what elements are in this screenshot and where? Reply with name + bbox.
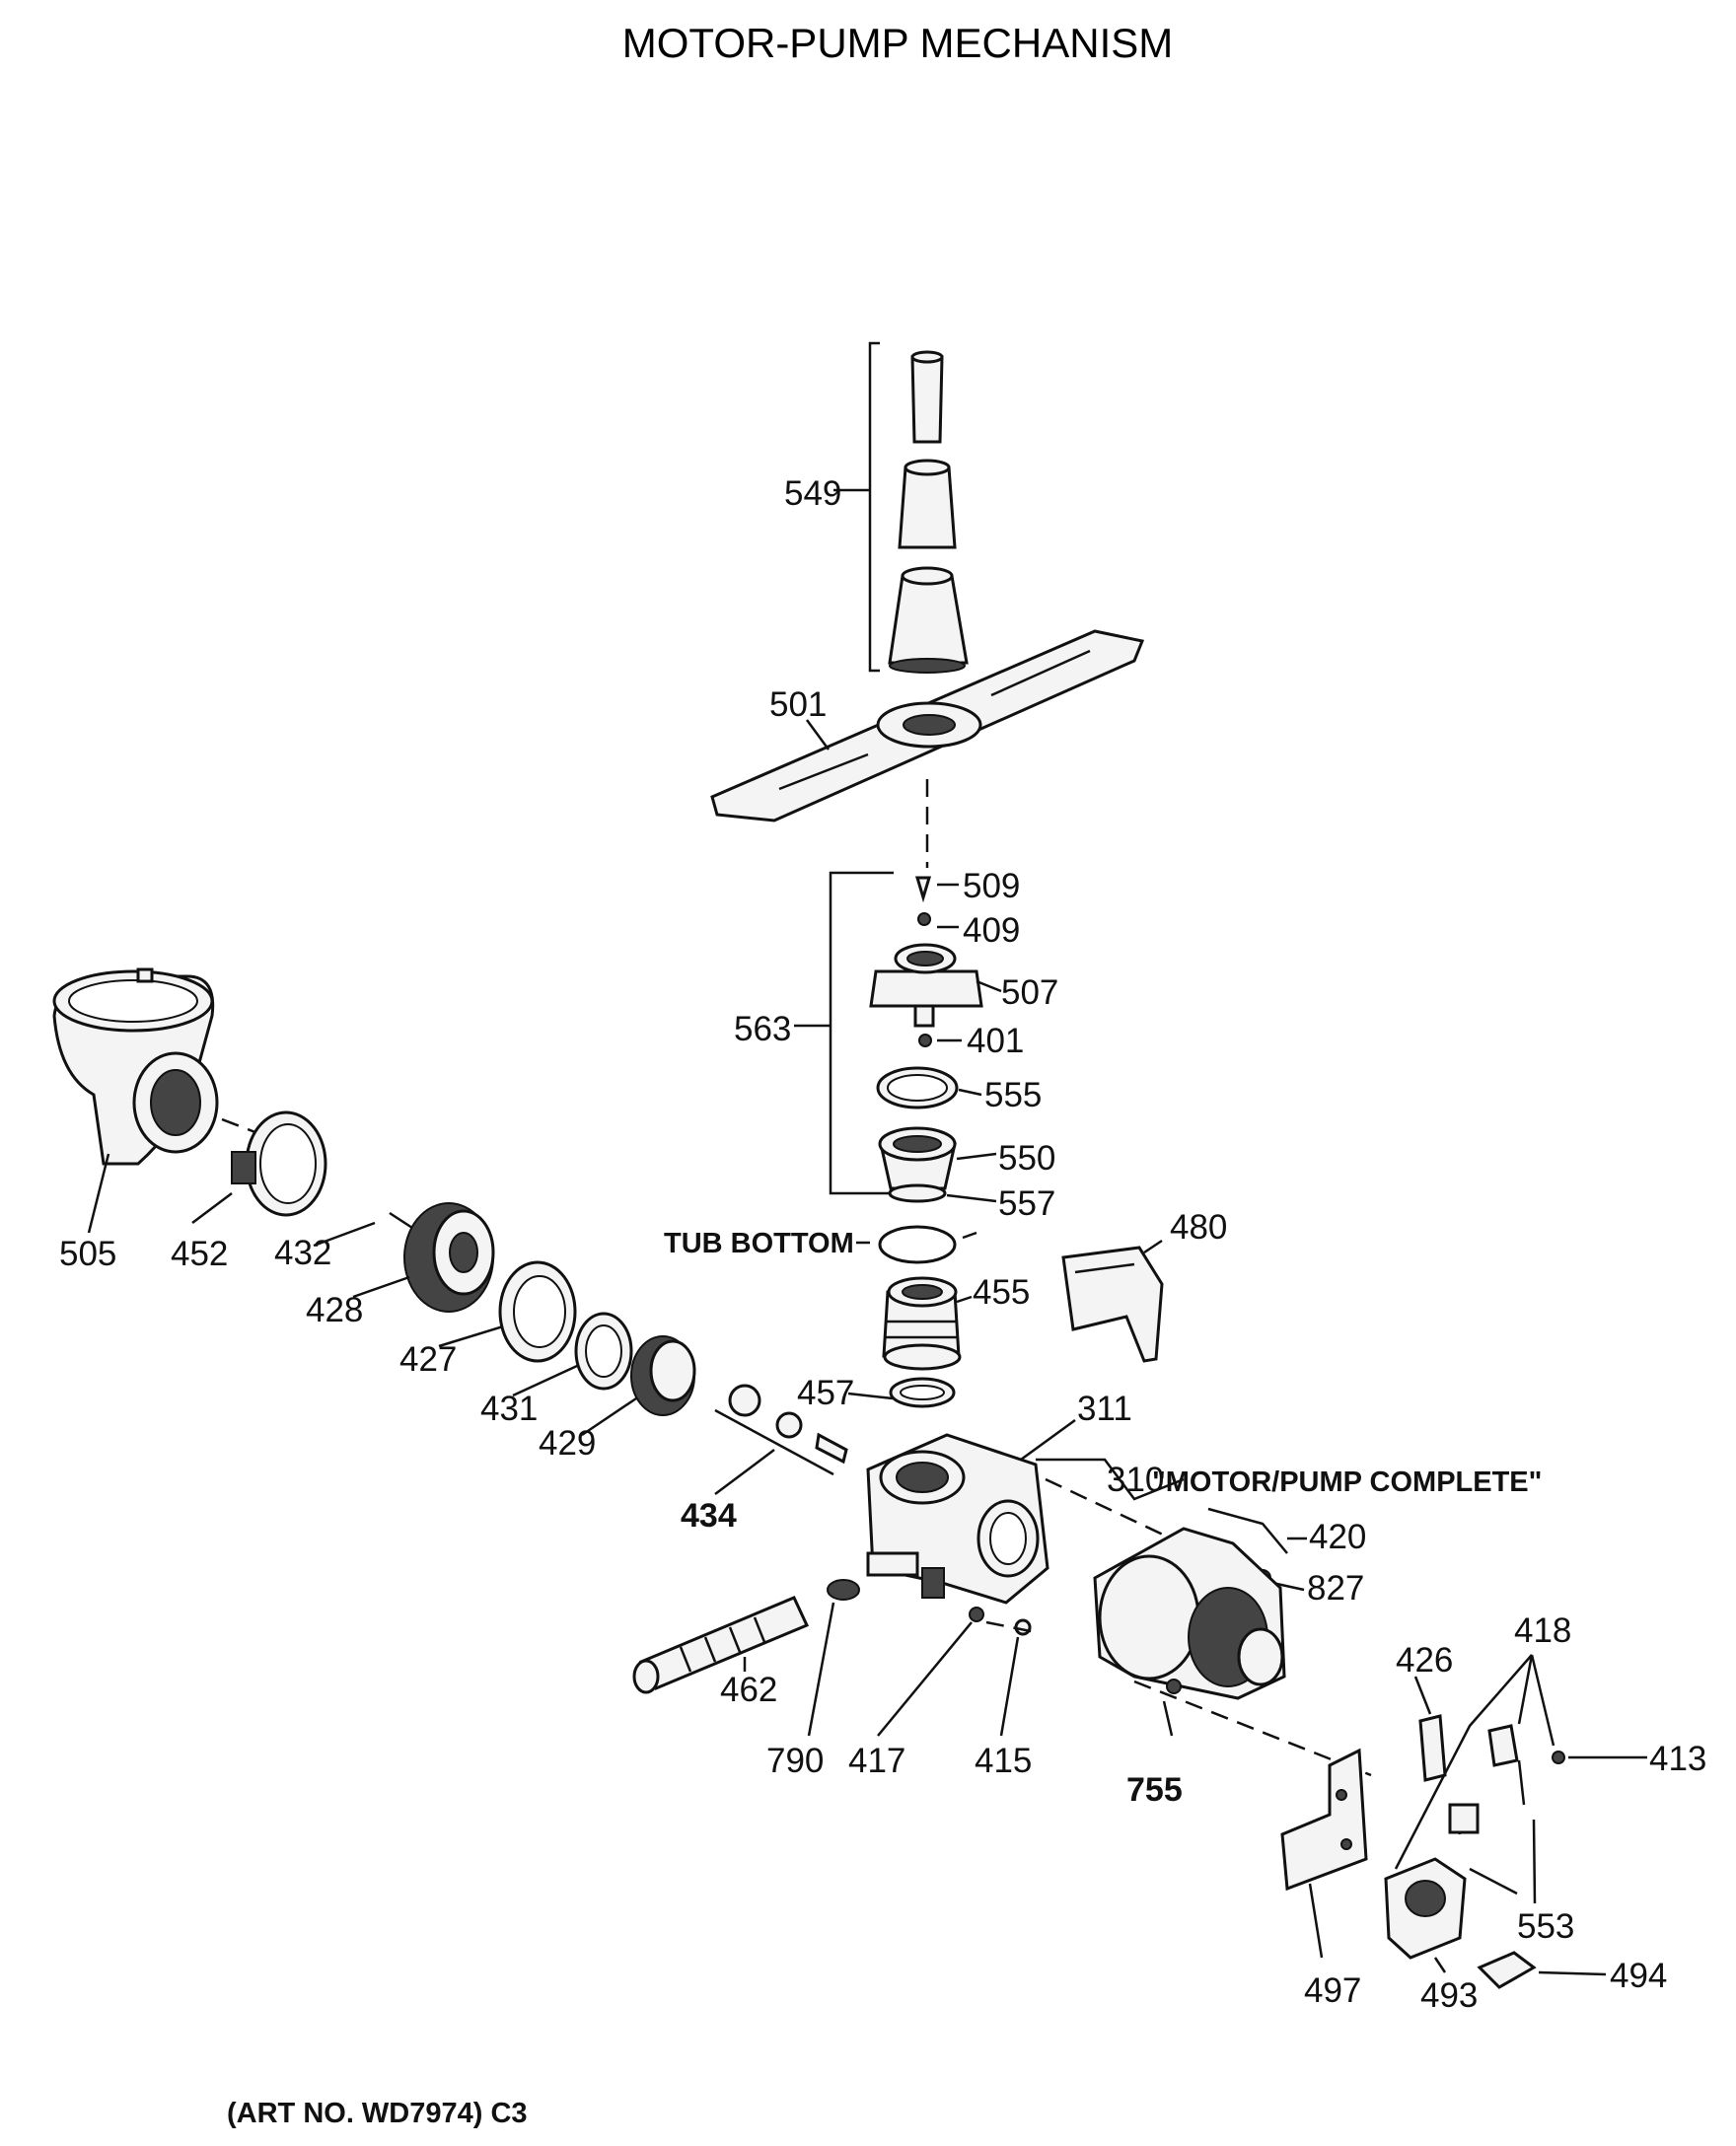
label-311: 311 (1077, 1390, 1132, 1428)
label-429: 429 (539, 1424, 596, 1463)
label-452: 452 (171, 1235, 228, 1273)
label-509: 509 (963, 867, 1020, 905)
part-507 (869, 943, 983, 1028)
label-549: 549 (784, 474, 841, 513)
label-457: 457 (797, 1374, 854, 1412)
part-462-worm (632, 1596, 810, 1694)
tub-bottom-label: TUB BOTTOM (664, 1228, 854, 1259)
label-755: 755 (1126, 1771, 1183, 1809)
label-310: 310 (1107, 1461, 1164, 1499)
part-493-solenoid (1384, 1857, 1467, 1960)
part-497-plate (1280, 1748, 1368, 1892)
part-549-tubes (833, 341, 969, 674)
part-553-springs (1448, 1724, 1526, 1835)
label-553: 553 (1517, 1907, 1574, 1946)
art-number: (ART NO. WD7974) C3 (227, 2098, 528, 2129)
label-480: 480 (1170, 1208, 1227, 1247)
label-497: 497 (1304, 1971, 1361, 2010)
label-455: 455 (973, 1273, 1030, 1312)
label-418: 418 (1514, 1611, 1571, 1650)
label-409: 409 (963, 911, 1020, 950)
label-827: 827 (1307, 1569, 1364, 1608)
label-501: 501 (769, 685, 827, 724)
label-557: 557 (998, 1184, 1055, 1223)
label-563: 563 (734, 1010, 791, 1048)
label-555: 555 (984, 1076, 1042, 1114)
label-550: 550 (998, 1139, 1055, 1178)
label-426: 426 (1396, 1641, 1453, 1680)
label-493: 493 (1420, 1976, 1478, 2015)
label-431: 431 (480, 1390, 538, 1428)
part-motor (1093, 1527, 1286, 1700)
part-480 (1061, 1246, 1164, 1363)
motor-pump-complete-label: "MOTOR/PUMP COMPLETE" (1152, 1466, 1542, 1498)
label-432: 432 (274, 1234, 331, 1272)
label-428: 428 (306, 1291, 363, 1329)
part-455 (882, 1276, 962, 1371)
part-311-pump-housing (866, 1433, 1049, 1605)
part-505-housing (52, 967, 219, 1166)
label-417: 417 (848, 1742, 905, 1780)
label-415: 415 (975, 1742, 1032, 1780)
part-452-clamp (231, 1110, 327, 1217)
label-434: 434 (681, 1497, 737, 1535)
label-507: 507 (1001, 973, 1058, 1012)
label-413: 413 (1649, 1740, 1706, 1778)
label-790: 790 (766, 1742, 824, 1780)
part-550 (878, 1126, 957, 1190)
label-505: 505 (59, 1235, 116, 1273)
part-429 (630, 1335, 696, 1416)
label-494: 494 (1610, 1957, 1667, 1995)
part-428-impeller (403, 1202, 495, 1313)
label-427: 427 (399, 1340, 457, 1379)
label-401: 401 (967, 1022, 1024, 1060)
label-462: 462 (720, 1671, 777, 1709)
part-501-spray-arm (710, 629, 1145, 823)
diagram-title: MOTOR-PUMP MECHANISM (622, 20, 1173, 66)
label-420: 420 (1309, 1518, 1366, 1556)
